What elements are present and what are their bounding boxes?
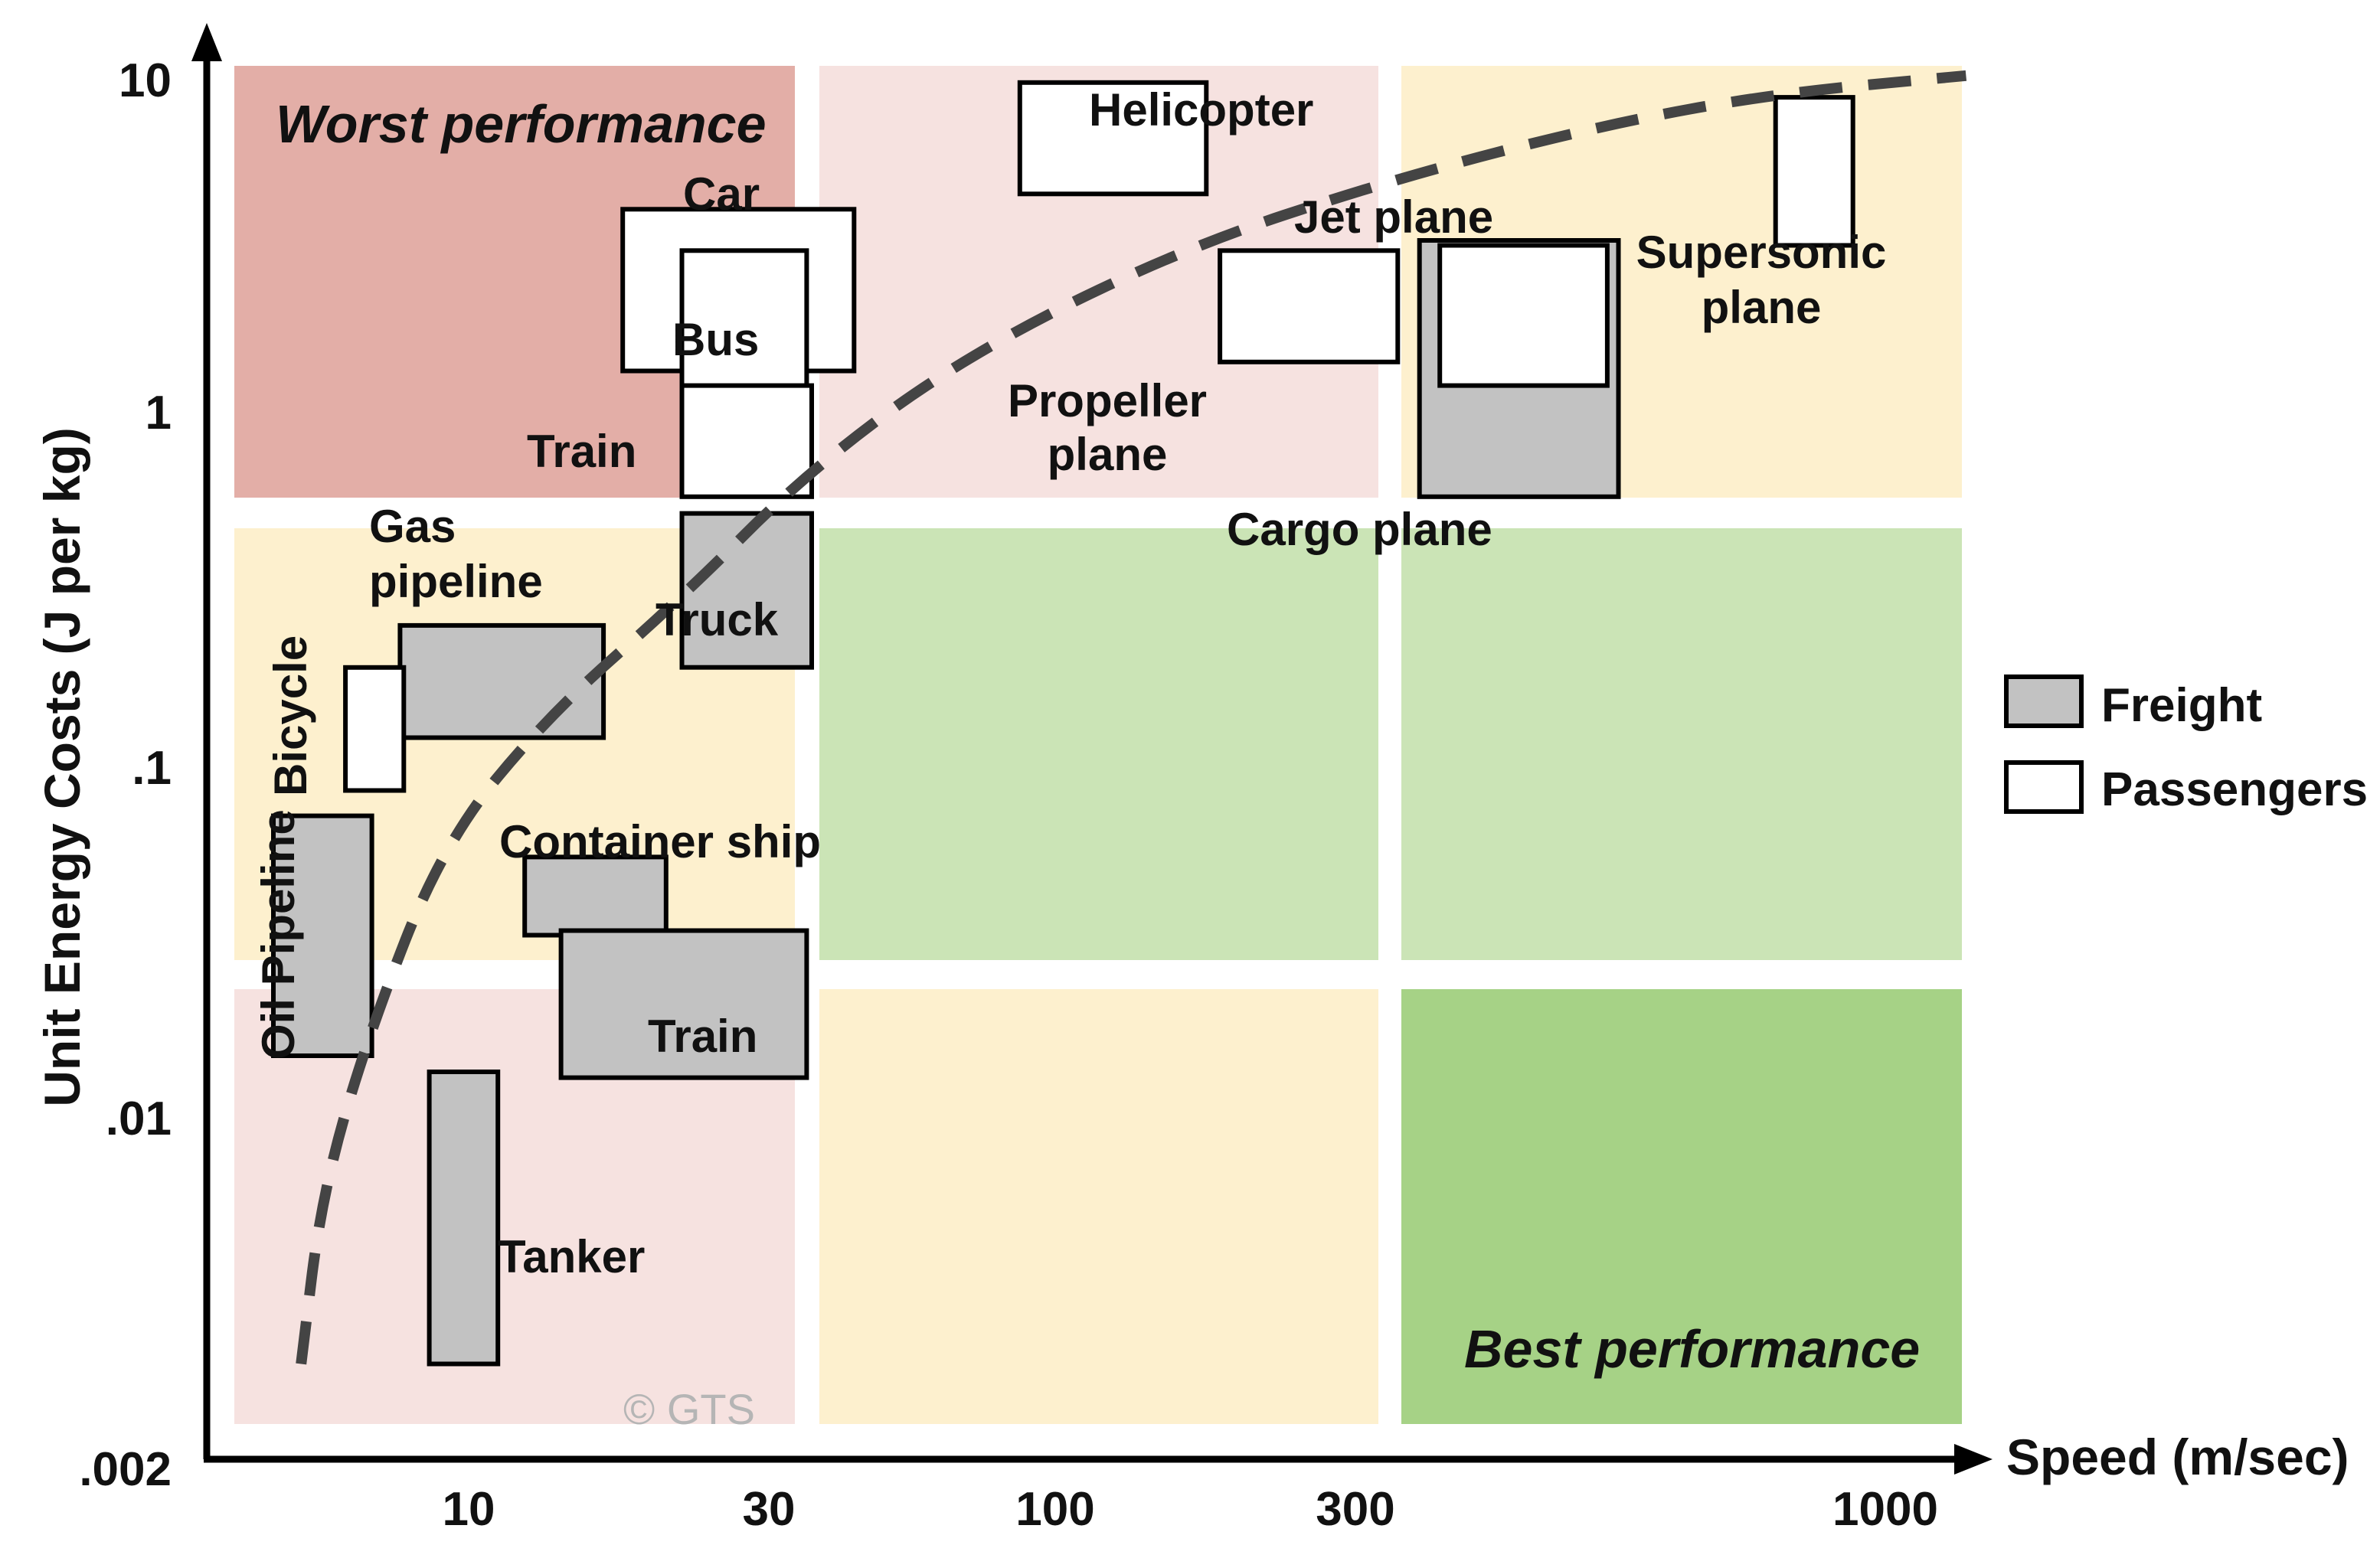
label-supersonic-line2: plane <box>1702 282 1822 333</box>
freight-box-tanker <box>427 1070 501 1367</box>
label-container-ship: Container ship <box>499 816 821 867</box>
label-propeller-line2: plane <box>1048 429 1168 480</box>
passenger-box-helicopter <box>1017 80 1209 197</box>
passenger-boxes <box>343 80 1855 793</box>
label-gas-pipeline-line2: pipeline <box>369 556 543 607</box>
box-labels: Helicopter Car Bus Train Jet plane Super… <box>253 84 1886 1282</box>
label-bicycle: Bicycle <box>265 635 316 796</box>
label-oil-pipeline: Oil Pipeline <box>253 809 304 1060</box>
x-tick-1000: 1000 <box>1832 1483 1938 1536</box>
label-helicopter: Helicopter <box>1089 84 1313 136</box>
legend-freight-label: Freight <box>2101 679 2262 732</box>
x-tick-100: 100 <box>1015 1483 1094 1536</box>
passenger-box-supersonic-plane <box>1773 95 1855 248</box>
label-car: Car <box>683 168 760 220</box>
label-supersonic-line1: Supersonic <box>1636 227 1887 278</box>
passenger-box-bicycle <box>343 665 407 793</box>
x-tick-10: 10 <box>443 1483 495 1536</box>
zone-bottom-right <box>1401 989 1962 1424</box>
x-axis-arrow <box>1954 1444 1993 1475</box>
legend-freight-swatch <box>2004 674 2084 728</box>
worst-performance-label: Worst performance <box>276 94 767 154</box>
credit-watermark: © GTS <box>623 1385 755 1433</box>
legend-passengers-swatch <box>2004 760 2084 814</box>
legend-passengers-label: Passengers <box>2101 763 2368 816</box>
y-tick-10: 10 <box>119 54 172 107</box>
y-tick-0.01: .01 <box>106 1093 172 1145</box>
y-axis-title: Unit Energy Costs (J per kg) <box>34 427 90 1107</box>
y-tick-0.1: .1 <box>132 742 172 795</box>
freight-box-gas-pipeline <box>397 622 606 740</box>
x-tick-30: 30 <box>743 1483 796 1536</box>
best-performance-label: Best performance <box>1464 1319 1920 1379</box>
zone-bottom-middle <box>819 989 1378 1424</box>
x-tick-300: 300 <box>1316 1483 1394 1536</box>
passenger-box-jet-plane <box>1437 243 1610 388</box>
x-axis-title: Speed (m/sec) <box>2006 1429 2349 1485</box>
y-tick-1: 1 <box>145 387 172 439</box>
label-gas-pipeline-line1: Gas <box>369 501 456 552</box>
legend: Freight Passengers <box>2004 674 2368 816</box>
label-truck: Truck <box>655 594 779 645</box>
y-tick-0.002: .002 <box>79 1443 172 1496</box>
axes <box>191 23 1993 1475</box>
label-train-passenger: Train <box>527 426 636 477</box>
label-cargo-plane: Cargo plane <box>1227 504 1492 555</box>
passenger-box-train <box>679 383 814 499</box>
passenger-box-propeller-plane <box>1218 248 1401 364</box>
label-train-freight: Train <box>648 1011 757 1062</box>
efficiency-frontier-curve <box>296 70 1967 1365</box>
label-propeller-line1: Propeller <box>1008 375 1207 426</box>
freight-box-oil-pipeline <box>271 813 374 1058</box>
label-tanker: Tanker <box>498 1231 645 1282</box>
zone-middle-middle <box>819 528 1378 960</box>
zone-middle-right <box>1401 528 1962 960</box>
freight-box-container-ship <box>522 854 669 938</box>
label-bus: Bus <box>672 314 759 365</box>
freight-box-train <box>558 928 809 1080</box>
label-jet-plane: Jet plane <box>1294 191 1493 243</box>
y-axis-arrow <box>191 23 222 61</box>
